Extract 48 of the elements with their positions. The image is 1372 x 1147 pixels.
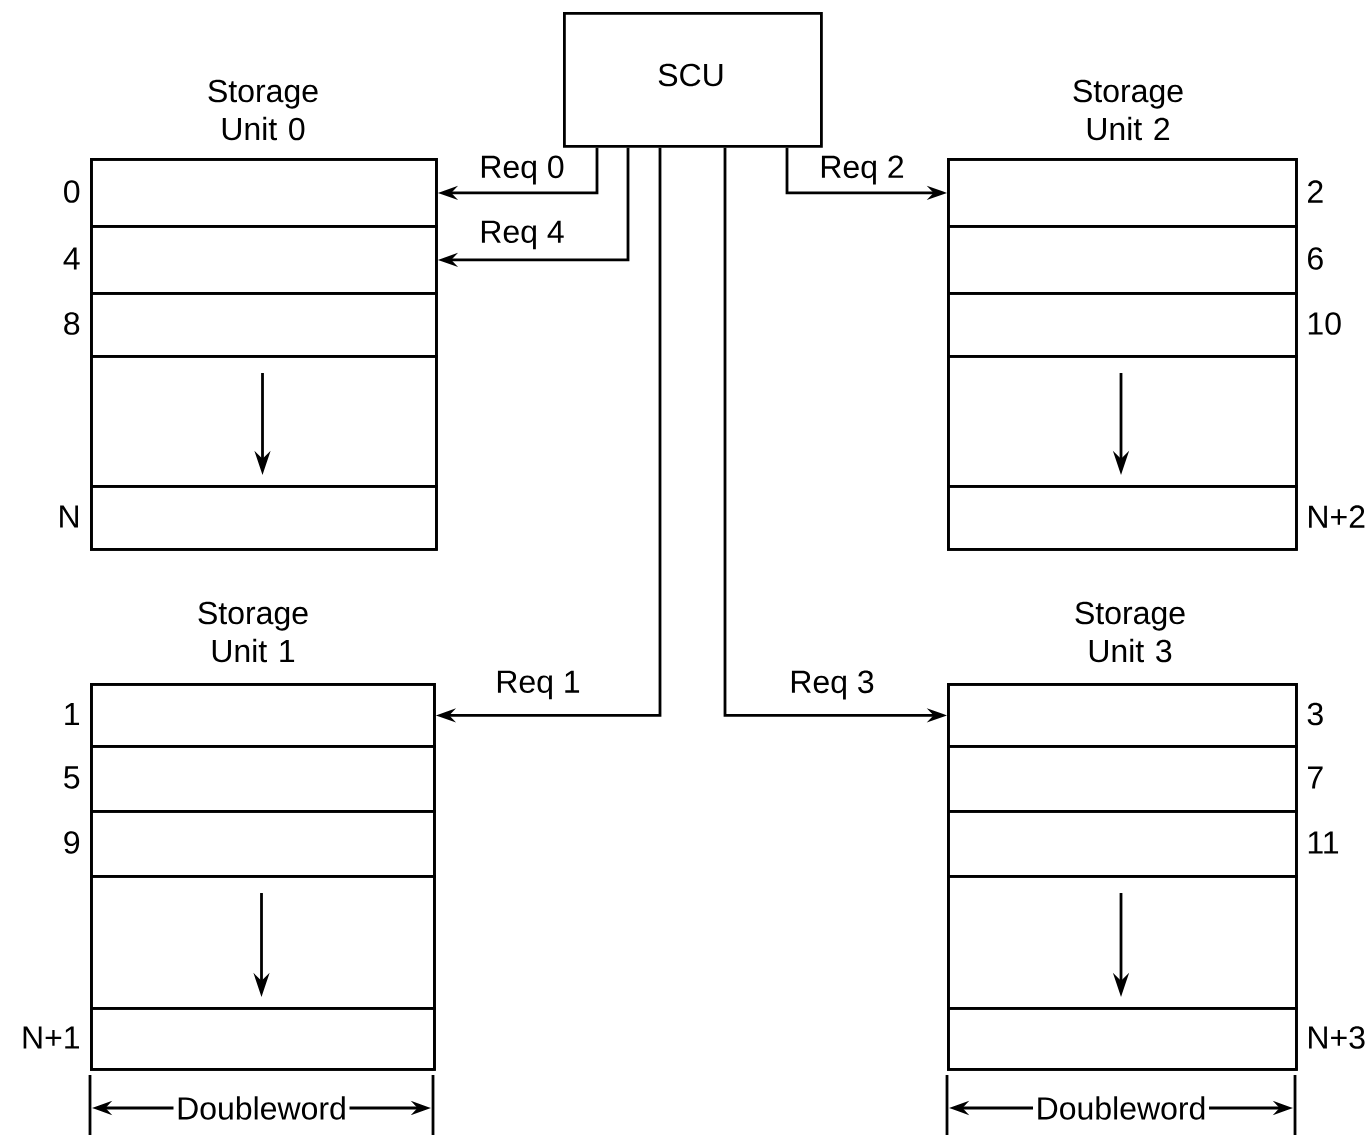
- row-address: 1: [65, 703, 79, 725]
- storage-row: [947, 225, 1298, 295]
- row-address: N+3: [1309, 1026, 1365, 1049]
- storage-row: [90, 225, 438, 295]
- row-address: 4: [63, 247, 80, 270]
- node-label: Storage Unit 1: [198, 601, 308, 663]
- dimension-label: Doubleword: [1038, 1096, 1205, 1120]
- storage-row: [947, 292, 1298, 358]
- row-address: 9: [64, 831, 80, 854]
- storage-row: [947, 485, 1298, 551]
- node-label: Storage Unit 2: [1073, 79, 1183, 141]
- row-address: 7: [1308, 766, 1323, 789]
- storage-row: [947, 683, 1298, 748]
- row-address: 8: [64, 312, 80, 335]
- row-address: 11: [1308, 831, 1339, 854]
- controller-box: SCU: [563, 12, 823, 148]
- row-address: 6: [1308, 247, 1323, 270]
- row-address: 3: [1307, 702, 1323, 726]
- edge-label: Req 4: [477, 218, 567, 252]
- storage-row: [90, 875, 436, 1010]
- row-address: N+2: [1309, 505, 1365, 528]
- edge-label: Req 1: [493, 668, 583, 702]
- storage-row: [947, 875, 1298, 1010]
- storage-row: [947, 158, 1298, 228]
- storage-row: [90, 355, 438, 488]
- storage-row: [947, 1007, 1298, 1071]
- row-address: N: [60, 505, 78, 528]
- storage-row: [90, 485, 438, 551]
- row-address: 5: [64, 766, 80, 789]
- storage-row: [90, 158, 438, 228]
- row-address: 0: [64, 180, 80, 203]
- storage-row: [90, 745, 436, 813]
- row-address: N+1: [23, 1026, 79, 1049]
- storage-row: [947, 745, 1298, 813]
- row-address: 10: [1308, 312, 1341, 335]
- storage-row: [90, 683, 436, 748]
- edge-label: Req 3: [787, 668, 877, 702]
- storage-row: [90, 810, 436, 878]
- node-label: Storage Unit 3: [1075, 601, 1185, 663]
- storage-row: [947, 355, 1298, 488]
- storage-row: [90, 1007, 436, 1071]
- row-address: 2: [1308, 180, 1323, 203]
- storage-row: [90, 292, 438, 358]
- node-label: Storage Unit 0: [208, 79, 318, 141]
- edge-label: Req 0: [477, 153, 567, 187]
- dimension-label: Doubleword: [178, 1096, 345, 1120]
- storage-row: [947, 810, 1298, 878]
- edge-label: Req 2: [817, 153, 907, 187]
